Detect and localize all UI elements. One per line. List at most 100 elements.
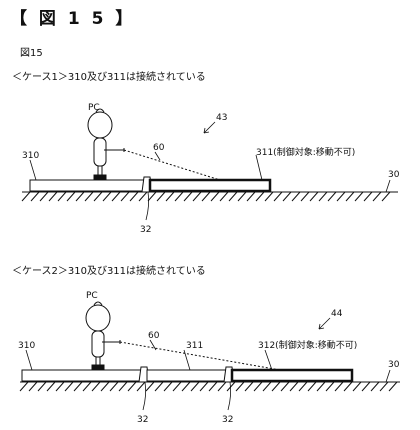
ground-hatch-line xyxy=(163,381,173,392)
case1-label-30: 30 xyxy=(388,170,400,180)
case1-diagram: PC 310 60 311(制御対象:移動不可) 43 30 32 xyxy=(21,103,400,235)
ground-hatch-line xyxy=(363,191,373,202)
ground-hatch-line xyxy=(316,381,326,392)
case1-arrow-43 xyxy=(203,121,216,134)
ground-hatch-line xyxy=(217,381,227,392)
case1-label-311: 311(制御対象:移動不可) xyxy=(256,146,355,158)
case2-leader-311 xyxy=(183,349,191,371)
ground-hatch-line xyxy=(109,381,119,392)
ground-hatch-line xyxy=(291,191,301,202)
ground-hatch-line xyxy=(280,381,290,392)
ground-hatch-line xyxy=(199,381,209,392)
ground-hatch-line xyxy=(111,191,121,202)
case2-ground xyxy=(19,381,400,392)
ground-hatch-line xyxy=(201,191,211,202)
ground-hatch-line xyxy=(235,381,245,392)
case2-leader-30 xyxy=(385,369,391,383)
ground-hatch-line xyxy=(327,191,337,202)
case1-leader-311 xyxy=(255,154,263,181)
case2-label-60: 60 xyxy=(148,331,160,341)
ground-hatch-line xyxy=(300,191,310,202)
ground-hatch-line xyxy=(318,191,328,202)
case2-cable-60 xyxy=(119,341,281,371)
ground-hatch-line xyxy=(183,191,193,202)
ground-hatch-line xyxy=(372,191,382,202)
ground-hatch-line xyxy=(381,191,391,202)
ground-hatch-line xyxy=(174,191,184,202)
ground-hatch-line xyxy=(336,191,346,202)
case1-leader-60 xyxy=(154,151,161,161)
ground-hatch-line xyxy=(39,191,49,202)
case2-leader-310 xyxy=(25,349,33,371)
case1-leader-310 xyxy=(29,159,37,181)
case1-label-60: 60 xyxy=(153,143,165,153)
ground-hatch-line xyxy=(246,191,256,202)
figure-number: 図15 xyxy=(20,48,43,59)
ground-hatch-line xyxy=(190,381,200,392)
case1-leader-30 xyxy=(385,179,391,193)
ground-hatch-line xyxy=(264,191,274,202)
case1-label-pc: PC xyxy=(88,103,100,113)
ground-hatch-line xyxy=(64,381,74,392)
case2-segment-312 xyxy=(230,368,354,383)
case1-segment-310 xyxy=(29,179,147,192)
ground-hatch-line xyxy=(181,381,191,392)
ground-hatch-line xyxy=(84,191,94,202)
case1-pc-figure xyxy=(87,108,125,180)
case2-title: ＜ケース2＞310及び311は接続されている xyxy=(12,266,206,277)
ground-hatch-line xyxy=(66,191,76,202)
case2-arrow-44 xyxy=(318,317,331,330)
case2-diagram: PC 310 60 311 312(制御対象:移動不可) 44 30 32 32 xyxy=(18,291,400,425)
ground-hatch-line xyxy=(253,381,263,392)
case1-label-43: 43 xyxy=(216,113,227,123)
case2-leader-32-a xyxy=(142,381,147,411)
ground-hatch-line xyxy=(361,381,371,392)
case2-label-32-a: 32 xyxy=(137,415,148,425)
ground-hatch-line xyxy=(48,191,58,202)
ground-hatch-line xyxy=(145,381,155,392)
ground-hatch-line xyxy=(147,191,157,202)
ground-hatch-line xyxy=(73,381,83,392)
ground-hatch-line xyxy=(334,381,344,392)
case2-label-312: 312(制御対象:移動不可) xyxy=(258,339,357,351)
figure-heading: 【 図 1 5 】 xyxy=(10,9,136,29)
ground-hatch-line xyxy=(55,381,65,392)
case1-leader-32 xyxy=(145,191,150,221)
ground-hatch-line xyxy=(136,381,146,392)
ground-hatch-line xyxy=(352,381,362,392)
case2-label-310: 310 xyxy=(18,341,35,351)
ground-hatch-line xyxy=(354,191,364,202)
ground-hatch-line xyxy=(30,191,40,202)
case1-cable-60 xyxy=(123,149,221,181)
ground-hatch-line xyxy=(309,191,319,202)
ground-hatch-line xyxy=(156,191,166,202)
ground-hatch-line xyxy=(345,191,355,202)
ground-hatch-line xyxy=(226,381,236,392)
case2-segment-311 xyxy=(146,369,229,382)
ground-hatch-line xyxy=(120,191,130,202)
case1-label-32: 32 xyxy=(140,225,151,235)
ground-hatch-line xyxy=(75,191,85,202)
ground-hatch-line xyxy=(172,381,182,392)
ground-hatch-line xyxy=(21,191,31,202)
ground-hatch-line xyxy=(210,191,220,202)
ground-hatch-line xyxy=(57,191,67,202)
ground-hatch-line xyxy=(129,191,139,202)
ground-hatch-line xyxy=(255,191,265,202)
ground-hatch-line xyxy=(118,381,128,392)
ground-hatch-line xyxy=(208,381,218,392)
ground-hatch-line xyxy=(100,381,110,392)
ground-hatch-line xyxy=(289,381,299,392)
ground-hatch-line xyxy=(102,191,112,202)
ground-hatch-line xyxy=(138,191,148,202)
ground-hatch-line xyxy=(325,381,335,392)
case1-segment-311 xyxy=(148,178,272,193)
ground-hatch-line xyxy=(127,381,137,392)
ground-hatch-line xyxy=(154,381,164,392)
ground-hatch-line xyxy=(370,381,380,392)
case2-label-pc: PC xyxy=(86,291,98,301)
case2-leader-32-b xyxy=(227,381,232,411)
case1-title: ＜ケース1＞310及び311は接続されている xyxy=(12,72,206,83)
case1-ground xyxy=(21,191,398,202)
